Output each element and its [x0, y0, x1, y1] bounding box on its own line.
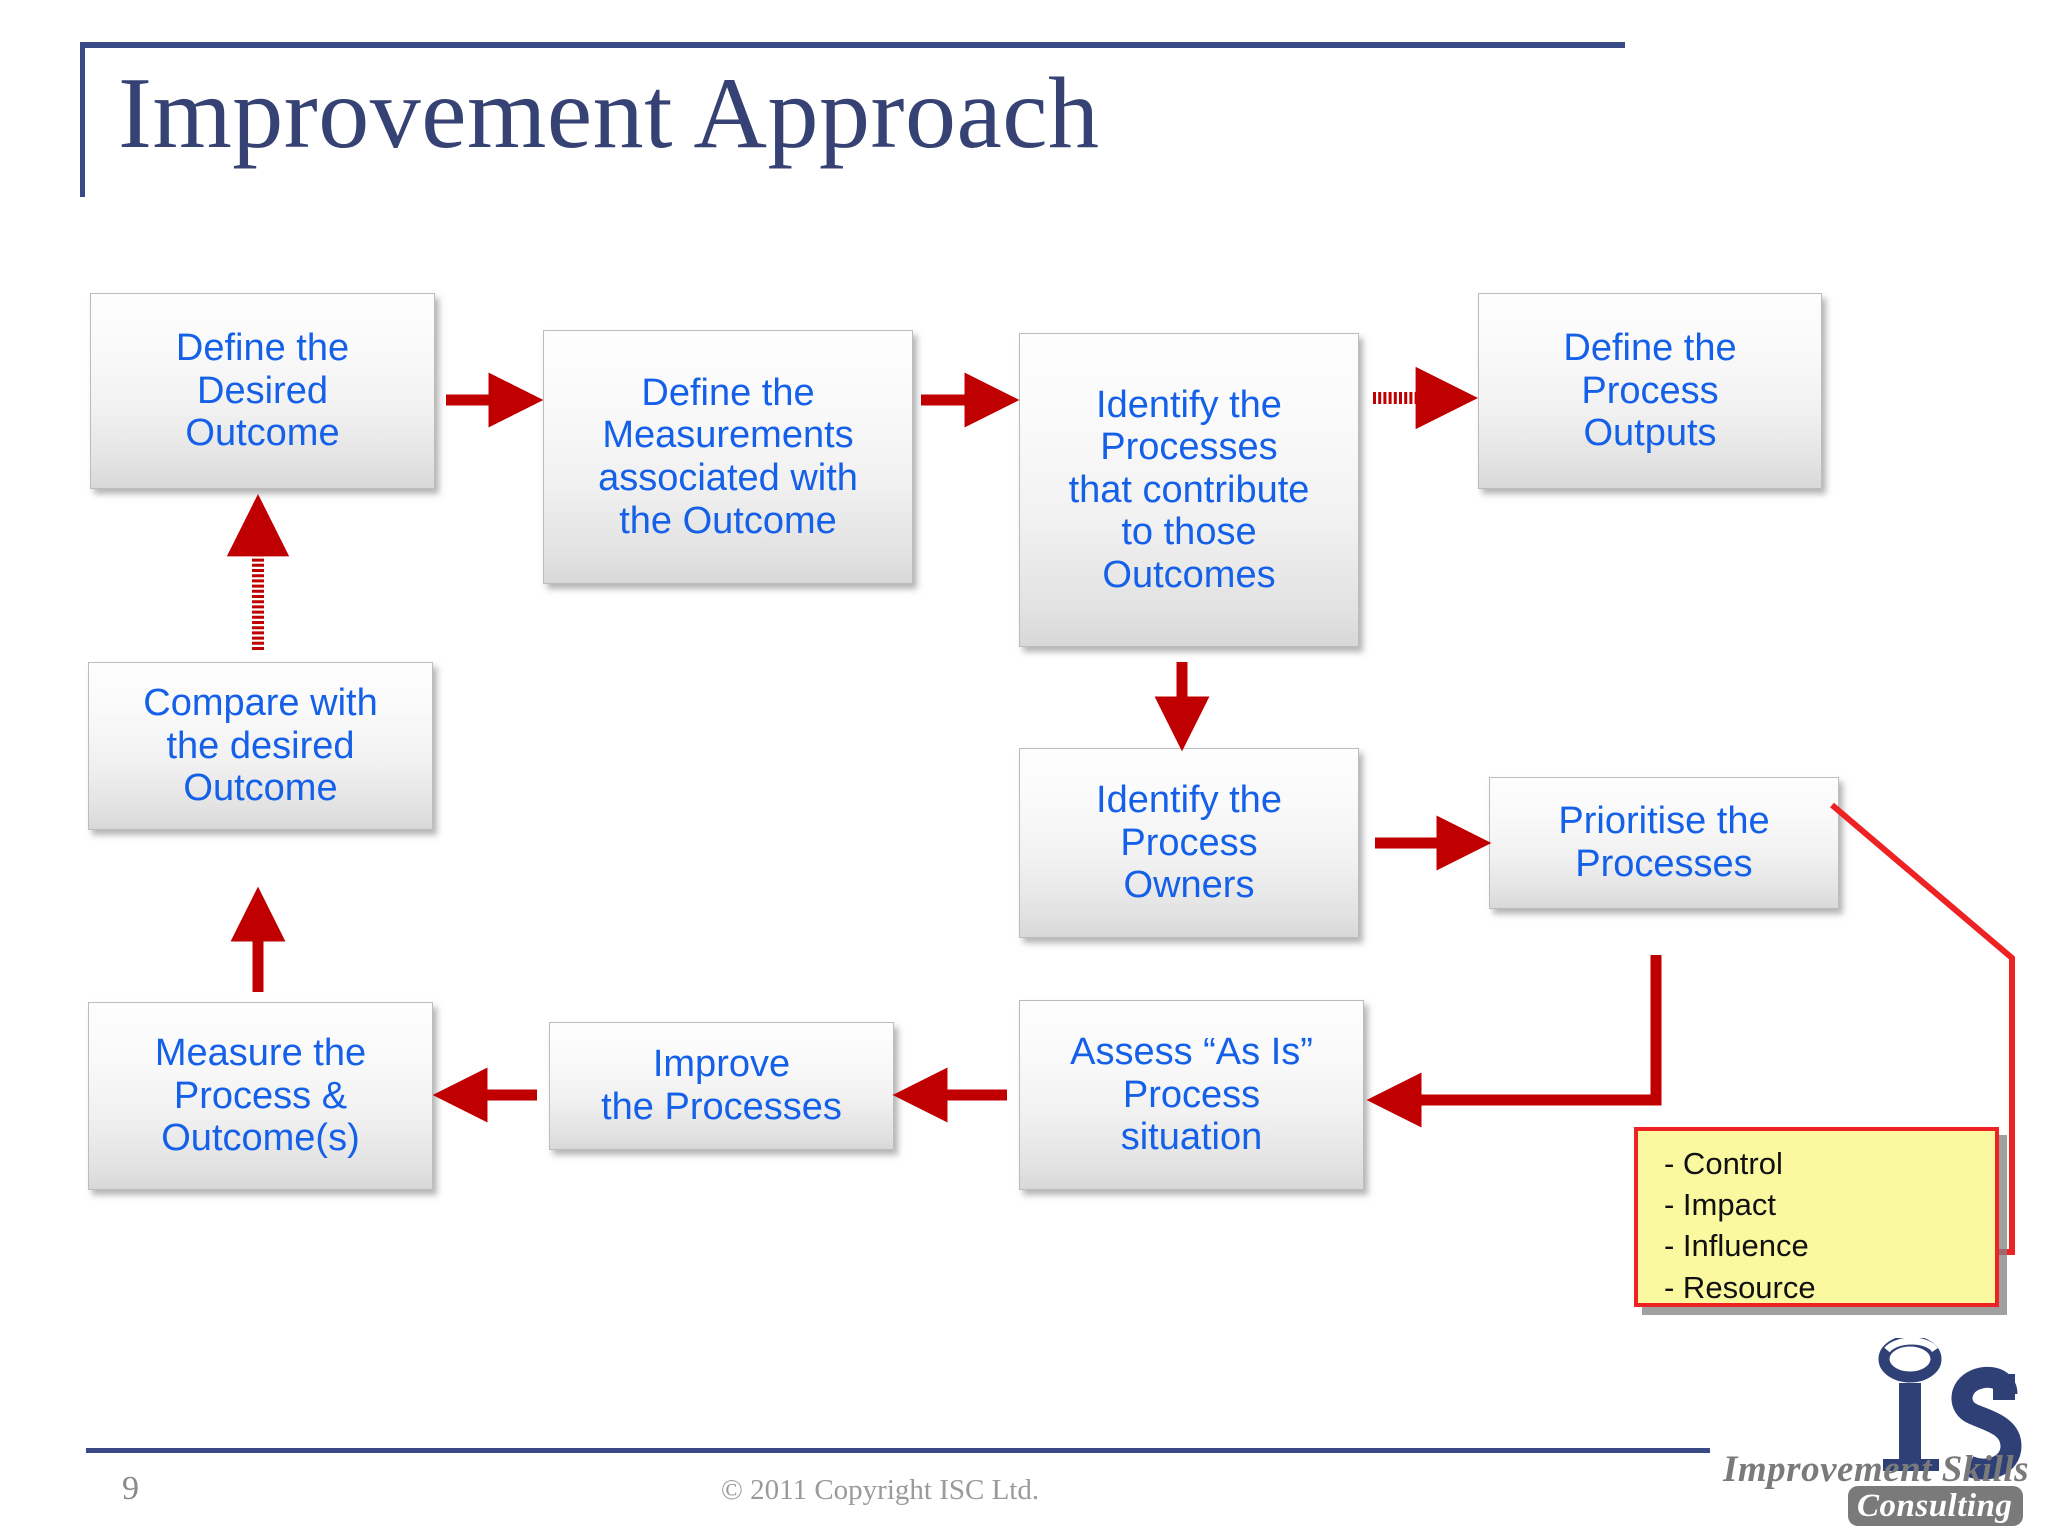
footer-rule: [86, 1448, 1710, 1453]
process-box-label: Identify the Process Owners: [1096, 779, 1282, 907]
process-box-label: Prioritise the Processes: [1558, 800, 1770, 885]
process-box-label: Compare with the desired Outcome: [143, 682, 378, 810]
process-box-define-desired-outcome[interactable]: Define the Desired Outcome: [90, 293, 435, 489]
callout-note[interactable]: - Control - Impact - Influence - Resourc…: [1634, 1127, 1999, 1307]
process-box-define-measurements[interactable]: Define the Measurements associated with …: [543, 330, 913, 584]
arrow-prioritise-to-assess: [1366, 955, 1662, 1128]
process-box-identify-processes[interactable]: Identify the Processes that contribute t…: [1019, 333, 1359, 647]
process-box-label: Measure the Process & Outcome(s): [154, 1032, 367, 1160]
process-box-measure-process-outcome[interactable]: Measure the Process & Outcome(s): [88, 1002, 433, 1190]
callout-line-impact: - Impact: [1664, 1187, 1776, 1223]
process-box-prioritise-processes[interactable]: Prioritise the Processes: [1489, 777, 1839, 909]
logo-is-monogram-icon: [1878, 1338, 2022, 1480]
copyright-notice: © 2011 Copyright ISC Ltd.: [720, 1474, 1040, 1506]
process-box-define-process-outputs[interactable]: Define the Process Outputs: [1478, 293, 1822, 489]
process-box-assess-as-is[interactable]: Assess “As Is” Process situation: [1019, 1000, 1364, 1190]
callout-line-resource: - Resource: [1664, 1269, 1816, 1305]
logo-secondary-text: Consulting: [1857, 1488, 2013, 1524]
process-box-label: Define the Desired Outcome: [175, 327, 350, 455]
callout-line-influence: - Influence: [1664, 1228, 1809, 1264]
logo-primary-text: Improvement Skills: [1723, 1449, 2030, 1490]
process-box-label: Define the Measurements associated with …: [598, 371, 858, 542]
process-box-label: Assess “As Is” Process situation: [1070, 1031, 1313, 1159]
header-rule-top: [80, 42, 1625, 48]
page-title: Improvement Approach: [118, 57, 1100, 170]
process-box-compare-with-desired[interactable]: Compare with the desired Outcome: [88, 662, 433, 830]
company-logo: Improvement Skills Consulting: [1723, 1338, 2029, 1526]
callout-line-control: - Control: [1664, 1146, 1783, 1181]
logo-secondary-backdrop: [1848, 1486, 2023, 1526]
process-box-identify-process-owners[interactable]: Identify the Process Owners: [1019, 748, 1359, 938]
process-box-label: Improve the Processes: [601, 1043, 842, 1128]
header-rule-left: [80, 42, 85, 197]
process-box-improve-processes[interactable]: Improve the Processes: [549, 1022, 894, 1150]
process-box-label: Define the Process Outputs: [1563, 327, 1737, 455]
process-box-label: Identify the Processes that contribute t…: [1068, 383, 1310, 596]
page-number: 9: [122, 1470, 139, 1507]
